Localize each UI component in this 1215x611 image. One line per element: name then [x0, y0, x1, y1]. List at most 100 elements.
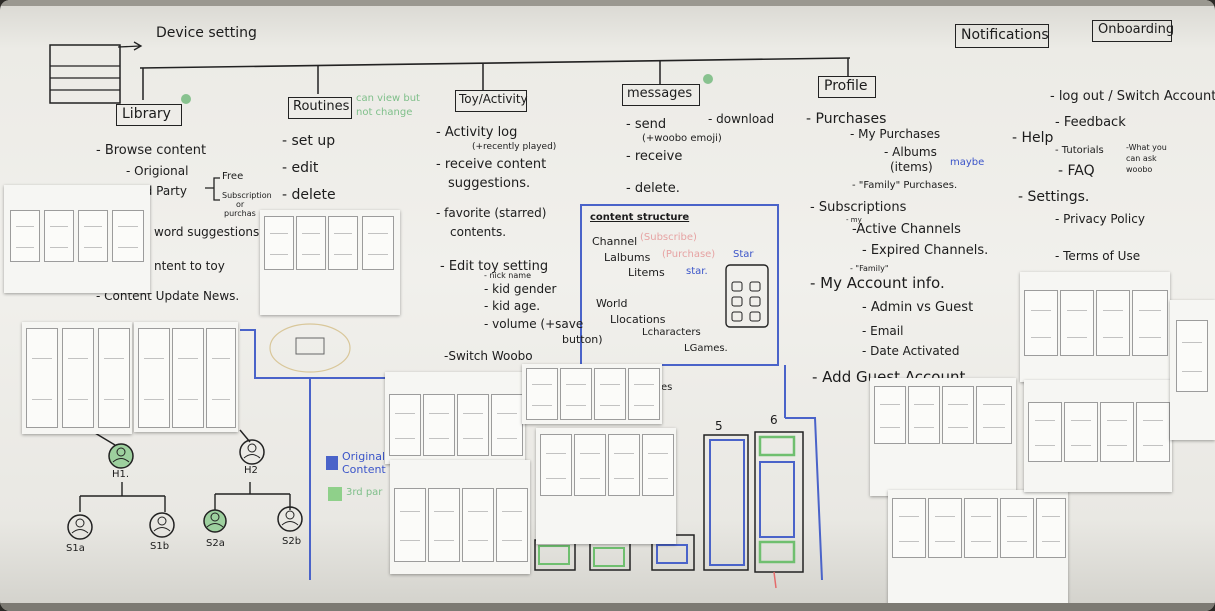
toy-item: - favorite (starred): [436, 206, 547, 220]
cs-locations: Llocations: [610, 313, 666, 326]
settings-item: - Help: [1012, 130, 1054, 146]
toy-item: - volume (+save: [484, 317, 584, 331]
wireframe-sheet: [385, 372, 525, 464]
phone-sketch: [725, 264, 769, 328]
user-icon-h2: [239, 439, 265, 465]
device-sketch: [49, 44, 121, 104]
settings-item: - Tutorials: [1055, 145, 1104, 156]
profile-item: - my: [846, 216, 862, 224]
profile-item: - Subscriptions: [810, 200, 907, 215]
settings-item: - Privacy Policy: [1055, 212, 1145, 226]
profile-item: - Purchases: [806, 111, 887, 127]
cs-channel: Channel: [592, 235, 638, 248]
messages-item: - delete.: [626, 181, 680, 196]
legend-content: Content: [342, 463, 386, 476]
profile-item: -Active Channels: [852, 222, 961, 237]
settings-item: - Terms of Use: [1055, 249, 1141, 263]
library-item: - Origional: [126, 164, 189, 178]
cs-games: LGames.: [684, 343, 728, 354]
wireframe-sheet: [134, 322, 238, 432]
cs-star: star.: [686, 266, 708, 277]
wireframe-sheet: [870, 378, 1016, 496]
library-item: rd Party: [140, 184, 187, 198]
profile-item: - Expired Channels.: [862, 243, 989, 258]
library-item: Subscription: [222, 191, 272, 200]
wireframe-sheet: [390, 460, 530, 574]
library-item: ntent to toy: [154, 259, 225, 273]
wireframe-sheet: [4, 185, 150, 293]
settings-item: - Feedback: [1055, 115, 1126, 130]
user-icon-s2a: [203, 509, 227, 533]
legend-swatch-third-party: [328, 487, 342, 501]
cs-purchase: (Purchase): [662, 249, 716, 260]
notifications-box: [955, 24, 1049, 48]
library-item: or: [236, 200, 245, 209]
toy-item: - nick name: [484, 271, 531, 280]
settings-item: - FAQ: [1058, 163, 1095, 179]
device-setting-heading: Device setting: [156, 25, 257, 41]
cs-albums: Lalbums: [604, 251, 651, 264]
wireframe-sheet: [260, 210, 400, 315]
cs-subscribe: (Subscribe): [640, 232, 697, 243]
toy-item: - kid age.: [484, 299, 541, 313]
user-icon-s2b: [277, 506, 303, 532]
toy-item: - Activity log: [436, 125, 518, 140]
messages-box: [622, 84, 700, 106]
content-structure-title: content structure: [590, 212, 690, 223]
toy-item: - Edit toy setting: [440, 259, 549, 274]
profile-item: - My Purchases: [850, 127, 941, 141]
profile-item: - Admin vs Guest: [862, 300, 974, 315]
profile-item: - My Account info.: [810, 274, 945, 292]
cs-items: Litems: [628, 266, 665, 279]
tree-label-h1: H1.: [112, 469, 130, 480]
legend-swatch-original: [326, 456, 338, 470]
routines-box: [288, 97, 352, 119]
tree-label-h2: H2: [244, 465, 258, 476]
library-item: - Content Update News.: [96, 289, 240, 303]
tree-label-s1a: S1a: [66, 543, 85, 554]
messages-heading: messages: [627, 86, 693, 101]
column-5-label: 5: [715, 419, 723, 433]
library-box: [116, 104, 182, 126]
profile-box: [818, 76, 876, 98]
routines-heading: Routines: [293, 99, 350, 114]
toy-activity-heading: Toy/Activity: [459, 92, 528, 106]
messages-item: - download: [708, 112, 775, 126]
sitemap-bus-line: [139, 57, 851, 69]
toy-item: - receive content: [436, 157, 547, 172]
onboarding-box: [1092, 20, 1172, 42]
cs-star: Star: [733, 249, 754, 260]
routines-item: - edit: [282, 160, 319, 176]
wireframe-sheet: [536, 428, 676, 544]
toy-item: - kid gender: [484, 282, 557, 296]
column-es-label: es: [661, 382, 673, 393]
user-icon-s1a: [67, 514, 93, 540]
library-item: word suggestions.: [154, 225, 264, 239]
tree-label-s1b: S1b: [150, 541, 170, 552]
routines-note: can view but not change: [356, 93, 420, 118]
wireframe-sheet: [22, 322, 132, 434]
messages-item: (+woobo emoji): [642, 133, 722, 144]
column-5-frame: [703, 434, 749, 571]
messages-item: - send: [626, 117, 667, 132]
wireframe-sheet: [888, 490, 1068, 605]
profile-item: - "Family" Purchases.: [852, 180, 958, 191]
profile-item: - Date Activated: [862, 344, 960, 358]
toy-item: (+recently played): [472, 142, 557, 152]
profile-item-maybe: maybe: [950, 157, 985, 168]
library-item: Free: [222, 171, 244, 182]
legend-original: Original: [342, 450, 386, 463]
routines-item: - set up: [282, 133, 336, 149]
settings-item: - log out / Switch Account: [1050, 89, 1215, 104]
wireframe-sheet: [1020, 272, 1170, 382]
column-6-label: 6: [770, 413, 778, 427]
user-icon-s1b: [149, 512, 175, 538]
user-icon-h1: [108, 443, 134, 469]
notifications-heading: Notifications: [961, 27, 1049, 43]
toy-item: -Switch Woobo: [444, 349, 533, 363]
wireframe-sheet: [1170, 300, 1215, 440]
profile-item: (items): [890, 160, 933, 174]
settings-item: - Settings.: [1018, 189, 1090, 205]
